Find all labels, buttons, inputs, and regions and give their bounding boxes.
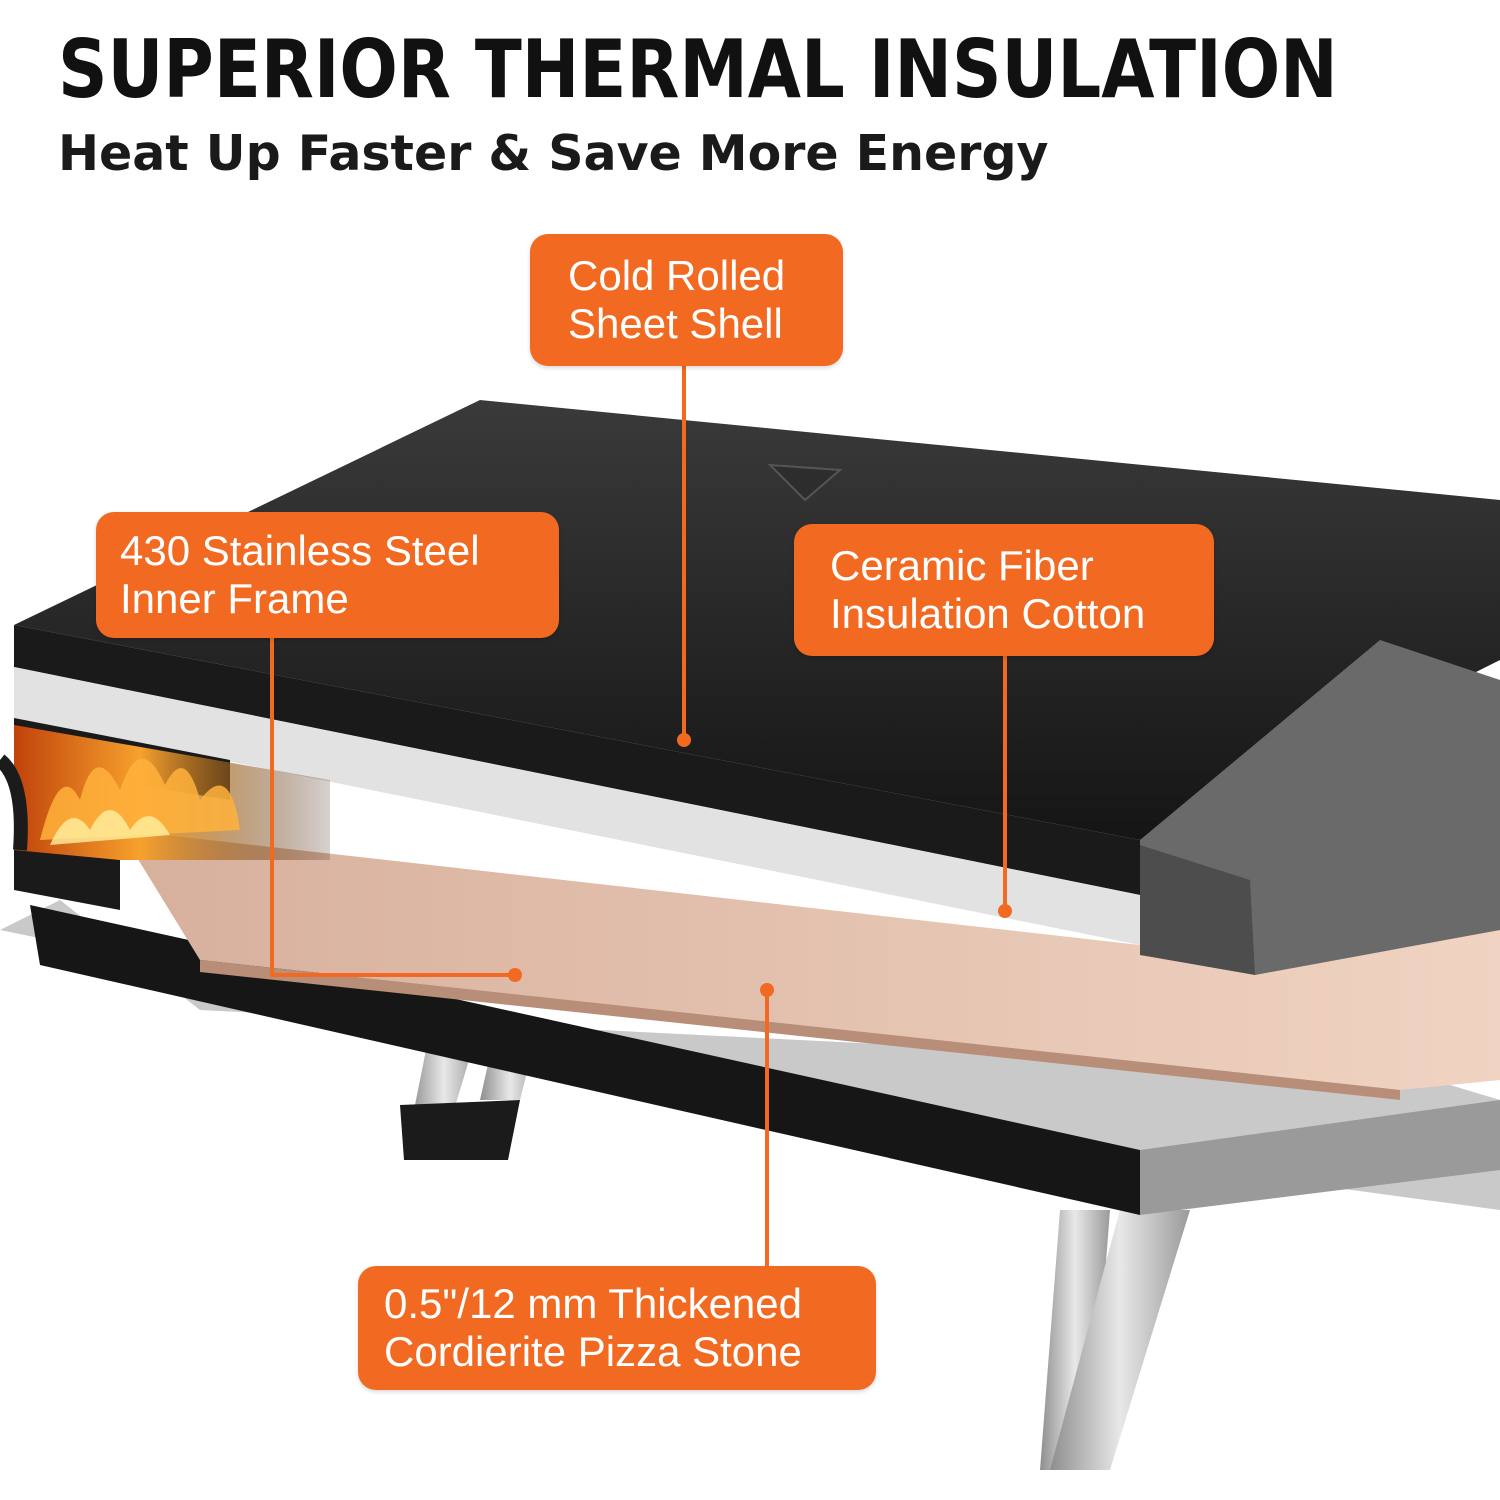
shell-front [14, 625, 1140, 895]
callout-cordierite-pizza-stone: 0.5"/12 mm Thickened Cordierite Pizza St… [358, 1266, 876, 1390]
lid-top [14, 400, 1500, 840]
fire [14, 725, 330, 860]
callout-line: Inner Frame [120, 575, 349, 622]
subheadline: Heat Up Faster & Save More Energy [58, 125, 1049, 182]
callout-line: Cold Rolled [568, 252, 786, 299]
steel-band [14, 667, 1140, 945]
callout-line: Cordierite Pizza Stone [384, 1328, 802, 1375]
callout-ceramic-fiber-insulation: Ceramic Fiber Insulation Cotton [794, 524, 1214, 656]
oven-legs [400, 1020, 1190, 1470]
power-cord [0, 754, 28, 851]
callout-cold-rolled-sheet-shell: Cold Rolled Sheet Shell [530, 234, 843, 366]
callout-line: Insulation Cotton [830, 590, 1146, 637]
pizza-stone [120, 830, 1500, 1090]
connector-lines [270, 366, 1007, 1266]
callout-stainless-steel-inner-frame: 430 Stainless Steel Inner Frame [96, 512, 559, 638]
callout-line: 430 Stainless Steel [120, 527, 480, 574]
callout-line: 0.5"/12 mm Thickened [384, 1280, 803, 1327]
headline: SUPERIOR THERMAL INSULATION [58, 23, 1338, 116]
callout-line: Ceramic Fiber [830, 542, 1094, 589]
base-tray-top [0, 900, 1500, 1210]
callout-line: Sheet Shell [568, 300, 783, 347]
connector-dots [508, 733, 1012, 997]
